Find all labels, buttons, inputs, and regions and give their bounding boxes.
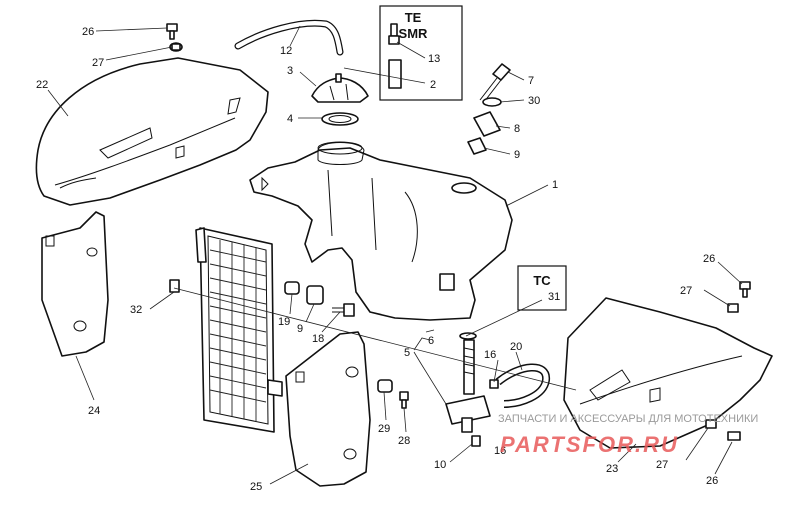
watermark: ЗАПЧАСТИ И АКСЕССУАРЫ ДЛЯ МОТОТЕХНИКИ PA… — [498, 413, 758, 457]
callout-9-mid: 9 — [297, 323, 303, 335]
smr-label: SMR — [399, 26, 429, 41]
callout-7: 7 — [528, 75, 534, 87]
spacer-9-mid — [306, 285, 324, 305]
callout-30: 30 — [528, 95, 540, 107]
callout-1: 1 — [552, 179, 558, 191]
callout-10: 10 — [434, 459, 446, 471]
radiator — [195, 227, 283, 433]
screw-26-right — [739, 281, 751, 298]
fuel-tap-assembly — [445, 339, 491, 433]
grommet-29 — [377, 379, 393, 393]
left-radiator-shroud — [41, 211, 109, 357]
watermark-brand: PARTSFOR.RU — [500, 432, 679, 457]
right-upper-side-cover — [563, 297, 773, 449]
spacer-9-top — [467, 137, 487, 155]
callout-24: 24 — [88, 405, 100, 417]
rubber-bushing-8 — [473, 111, 501, 137]
screw-26-top — [166, 23, 178, 40]
callout-5: 5 — [404, 347, 410, 359]
callout-23: 23 — [606, 463, 618, 475]
right-radiator-shroud — [285, 331, 371, 487]
callout-3: 3 — [287, 65, 293, 77]
bolt-18 — [332, 303, 355, 317]
leader-lines — [47, 25, 743, 485]
left-upper-side-cover — [35, 57, 269, 206]
callout-29: 29 — [378, 423, 390, 435]
te-smr-box: TE SMR — [379, 5, 463, 101]
washer-27-bottom — [705, 419, 717, 429]
te-label: TE — [405, 10, 422, 25]
bolt-7 — [479, 63, 511, 103]
callout-26-right: 26 — [703, 253, 715, 265]
callout-32: 32 — [130, 304, 142, 316]
callout-19: 19 — [278, 316, 290, 328]
screw-26-bottom — [727, 431, 741, 441]
callout-18: 18 — [312, 333, 324, 345]
callout-16-top: 16 — [484, 349, 496, 361]
callout-8: 8 — [514, 123, 520, 135]
callout-27-top: 27 — [92, 57, 104, 69]
fuel-tank — [249, 141, 513, 321]
cap-gasket — [321, 112, 359, 126]
callout-31: 31 — [548, 291, 560, 303]
grommet-19 — [284, 281, 300, 295]
watermark-tagline: ЗАПЧАСТИ И АКСЕССУАРЫ ДЛЯ МОТОТЕХНИКИ — [498, 413, 758, 425]
bolt-28 — [399, 391, 409, 409]
callout-2: 2 — [430, 79, 436, 91]
callout-13: 13 — [428, 53, 440, 65]
screw-10 — [471, 435, 481, 447]
callout-26-top: 26 — [82, 26, 94, 38]
callout-12: 12 — [280, 45, 292, 57]
callout-16-bottom: 16 — [494, 445, 506, 457]
filler-cap — [311, 73, 369, 103]
callout-22: 22 — [36, 79, 48, 91]
callout-4: 4 — [287, 113, 293, 125]
callout-20: 20 — [510, 341, 522, 353]
clip-32 — [169, 279, 180, 293]
callout-27-right: 27 — [680, 285, 692, 297]
callout-27-bottom: 27 — [656, 459, 668, 471]
tc-label: TC — [533, 273, 551, 288]
washer-27-right — [727, 303, 739, 313]
hose-20 — [495, 363, 550, 408]
callout-6: 6 — [428, 335, 434, 347]
o-ring-30 — [482, 97, 502, 107]
callout-25: 25 — [250, 481, 262, 493]
callout-26-bottom: 26 — [706, 475, 718, 487]
o-ring-6 — [459, 332, 477, 340]
tc-box: TC — [517, 265, 567, 311]
callout-28: 28 — [398, 435, 410, 447]
callout-labels: 26 27 12 22 3 4 13 2 7 30 8 9 1 26 27 31… — [36, 26, 718, 493]
callout-9-top: 9 — [514, 149, 520, 161]
